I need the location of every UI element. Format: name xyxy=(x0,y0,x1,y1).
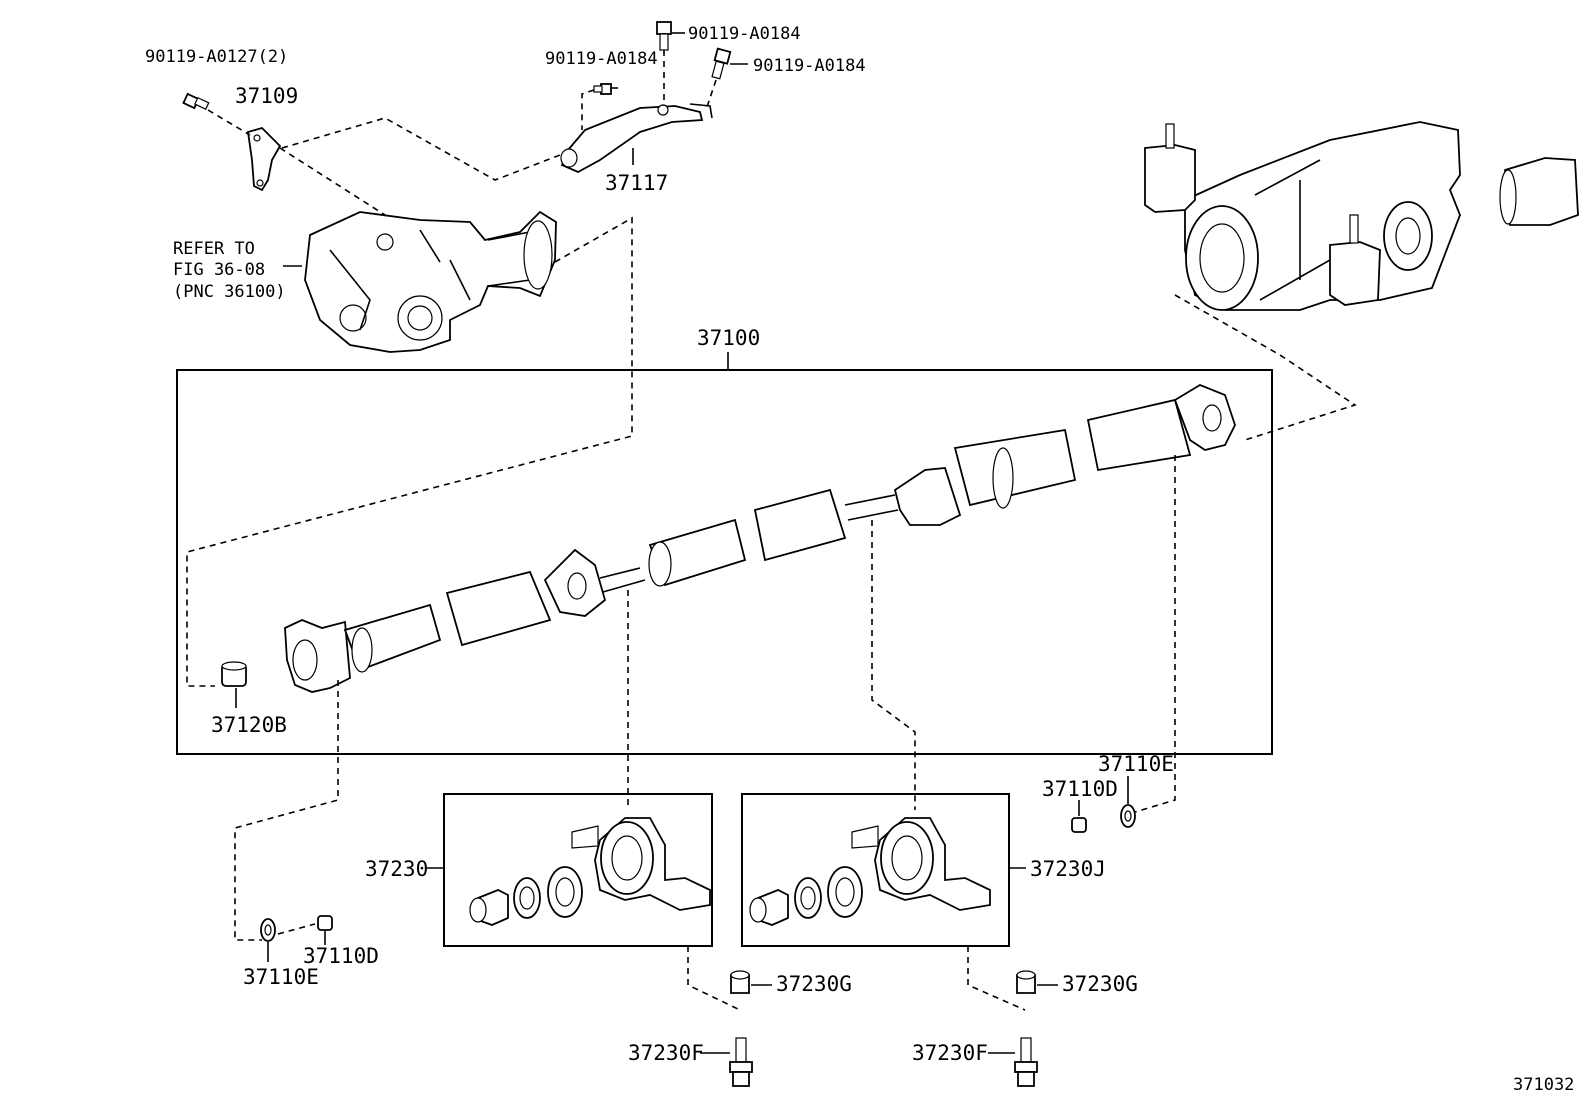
figure-number: 371032 xyxy=(1513,1075,1574,1095)
label-pnc-36100: (PNC 36100) xyxy=(173,282,286,302)
center-bearing-37230j[interactable] xyxy=(749,817,991,926)
washer-37110e-left[interactable] xyxy=(260,918,276,942)
label-37109: 37109 xyxy=(235,84,298,108)
label-37230j: 37230J xyxy=(1030,857,1106,881)
propeller-shaft-37100[interactable] xyxy=(284,383,1236,693)
label-37110e-left: 37110E xyxy=(243,965,319,989)
bolt-37230f-left[interactable] xyxy=(729,1037,753,1087)
bracket-37109[interactable] xyxy=(246,126,282,192)
bolt-90119-a0184-right[interactable] xyxy=(711,47,732,80)
label-refer-to: REFER TO xyxy=(173,239,255,259)
label-37110d-right: 37110D xyxy=(1042,777,1118,801)
nut-37110d-left[interactable] xyxy=(317,915,333,931)
spacer-37230g-left[interactable] xyxy=(730,970,750,994)
label-37110d-left: 37110D xyxy=(303,944,379,968)
label-fig-36-08: FIG 36-08 xyxy=(173,260,265,280)
label-90119-a0184-right: 90119-A0184 xyxy=(753,56,866,76)
rear-differential-illustration xyxy=(1144,121,1579,311)
spacer-37230g-right[interactable] xyxy=(1016,970,1036,994)
label-37230f-left: 37230F xyxy=(628,1041,704,1065)
label-90119-a0184-top: 90119-A0184 xyxy=(688,24,801,44)
center-bearing-37230[interactable] xyxy=(469,817,711,926)
label-37230g-right: 37230G xyxy=(1062,972,1138,996)
transfer-case-illustration xyxy=(304,210,557,353)
center-bearing-37230-box xyxy=(443,793,713,947)
label-37110e-right: 37110E xyxy=(1098,752,1174,776)
label-90119-a0127: 90119-A0127(2) xyxy=(145,47,288,67)
center-bearing-37230j-box xyxy=(741,793,1010,947)
propeller-shaft-assembly-box xyxy=(176,369,1273,755)
label-37230f-right: 37230F xyxy=(912,1041,988,1065)
label-37230: 37230 xyxy=(365,857,428,881)
label-37117: 37117 xyxy=(605,171,668,195)
bolt-90119-a0184-left[interactable] xyxy=(593,83,612,95)
bolt-90119-a0127[interactable] xyxy=(182,92,210,110)
nut-37110d-right[interactable] xyxy=(1071,817,1087,833)
bracket-37117[interactable] xyxy=(560,103,713,174)
label-37120b: 37120B xyxy=(211,713,287,737)
bolt-90119-a0184-top[interactable] xyxy=(656,21,672,51)
label-90119-a0184-left: 90119-A0184 xyxy=(545,49,658,69)
bolt-37230f-right[interactable] xyxy=(1014,1037,1038,1087)
washer-37110e-right[interactable] xyxy=(1120,804,1136,828)
plug-37120b[interactable] xyxy=(221,661,247,687)
label-37100: 37100 xyxy=(697,326,760,350)
label-37230g-left: 37230G xyxy=(776,972,852,996)
